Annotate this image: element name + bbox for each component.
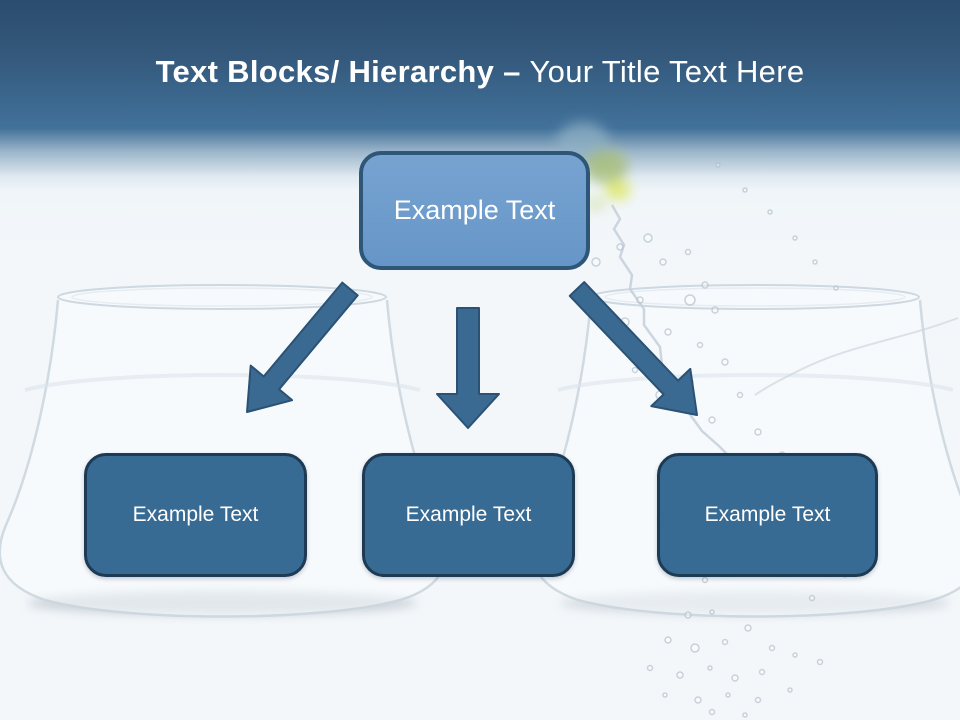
water-splash (610, 204, 959, 471)
child-node-1-label: Example Text (132, 503, 259, 526)
arrow-to-child-3[interactable] (568, 281, 698, 416)
child-node-3-label: Example Text (704, 503, 831, 526)
child-node-3[interactable]: Example Text (657, 453, 878, 577)
root-node[interactable]: Example Text (359, 151, 590, 270)
arrow-to-child-1[interactable] (246, 281, 359, 413)
child-node-2-label: Example Text (405, 503, 532, 526)
child-node-1[interactable]: Example Text (84, 453, 307, 577)
slide-title-bold-segment: Text Blocks/ Hierarchy – (155, 54, 530, 89)
child-node-2[interactable]: Example Text (362, 453, 575, 577)
slide-title: Text Blocks/ Hierarchy – Your Title Text… (0, 52, 960, 92)
right-bowl-shadow (560, 591, 950, 615)
root-node-label: Example Text (393, 195, 556, 225)
left-bowl-shadow (27, 591, 417, 615)
arrow-to-child-2[interactable] (436, 307, 500, 429)
slide-title-regular-segment: Your Title Text Here (529, 54, 805, 89)
